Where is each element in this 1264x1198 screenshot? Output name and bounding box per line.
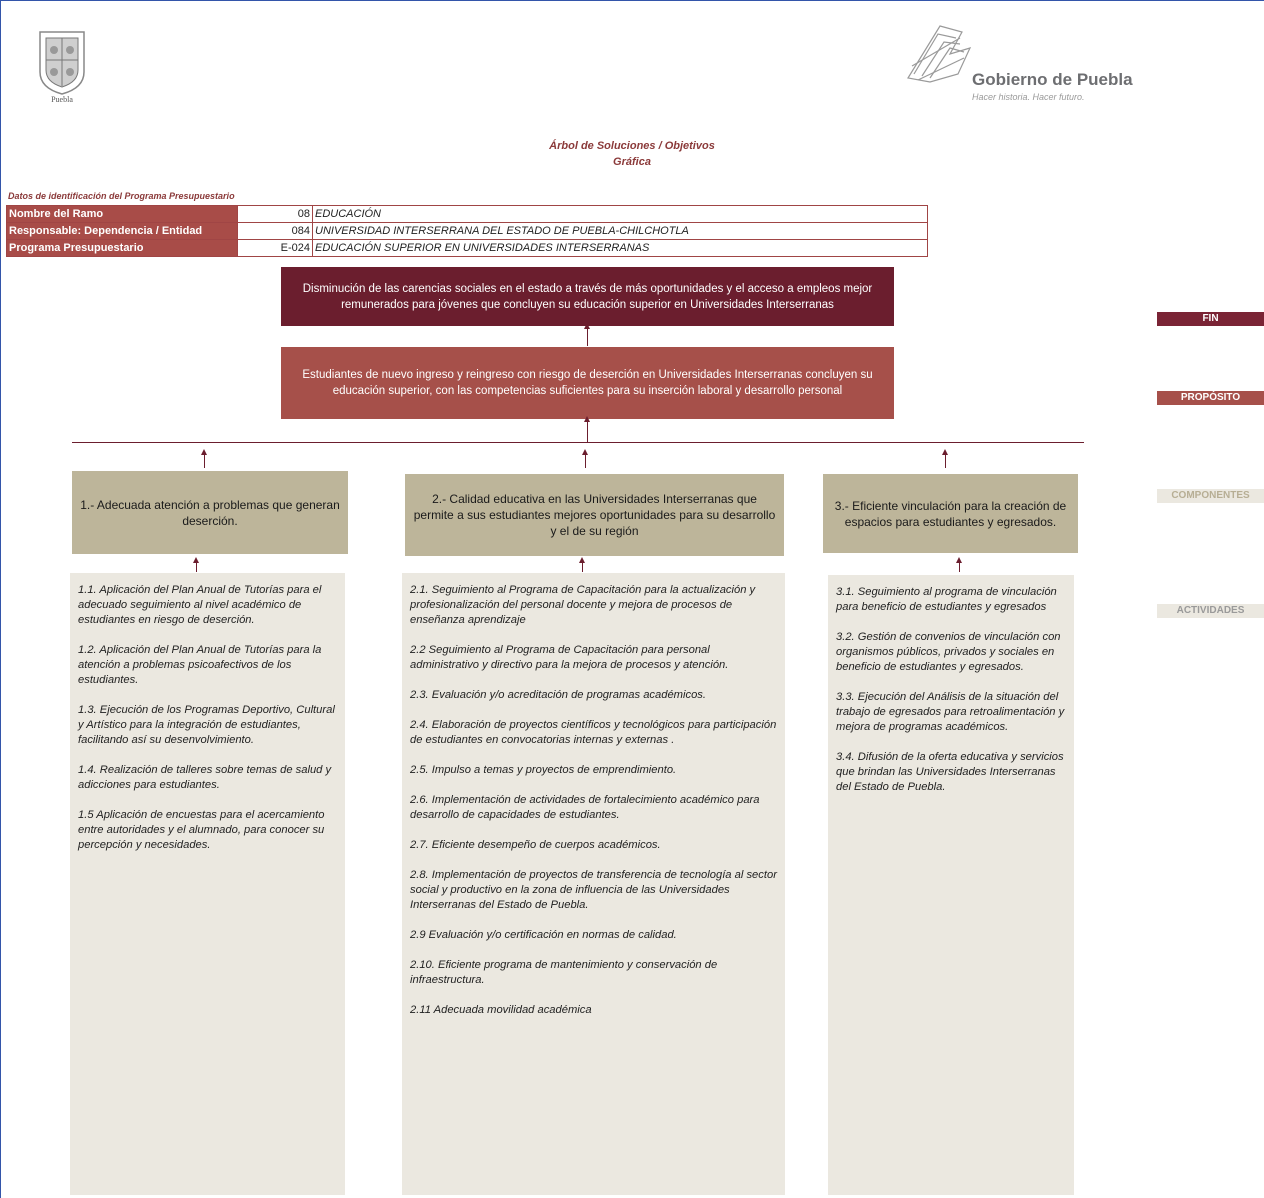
- frame-left-border: [0, 0, 1, 1198]
- identification-label: Datos de identificación del Programa Pre…: [8, 191, 235, 201]
- side-label-componentes: COMPONENTES: [1157, 489, 1264, 503]
- activity-item: 2.4. Elaboración de proyectos científico…: [410, 719, 777, 746]
- actividades-2-box: 2.1. Seguimiento al Programa de Capacita…: [402, 573, 785, 1195]
- activity-item: 2.10. Eficiente programa de mantenimient…: [410, 959, 718, 986]
- activity-item: 1.4. Realización de talleres sobre temas…: [78, 764, 332, 791]
- arrow-up: [584, 416, 590, 442]
- gov-name: Gobierno de Puebla: [972, 70, 1133, 89]
- svg-text:Puebla: Puebla: [51, 95, 73, 104]
- activity-item: 1.5 Aplicación de encuestas para el acer…: [78, 809, 325, 851]
- arrow-up: [584, 323, 590, 346]
- activity-item: 1.3. Ejecución de los Programas Deportiv…: [78, 704, 335, 746]
- activity-item: 3.1. Seguimiento al programa de vinculac…: [836, 586, 1057, 613]
- side-label-actividades: ACTIVIDADES: [1157, 604, 1264, 618]
- row-value: EDUCACIÓN: [312, 205, 928, 223]
- actividades-3-box: 3.1. Seguimiento al programa de vinculac…: [828, 575, 1074, 1195]
- componente-1-box: 1.- Adecuada atención a problemas que ge…: [72, 471, 348, 554]
- activity-item: 2.11 Adecuada movilidad académica: [410, 1004, 592, 1016]
- componente-2-box: 2.- Calidad educativa en las Universidad…: [405, 474, 784, 556]
- activity-item: 3.3. Ejecución del Análisis de la situac…: [836, 691, 1065, 733]
- arrow-up: [579, 557, 585, 572]
- row-label: Programa Presupuestario: [6, 239, 238, 257]
- puebla-seal-logo: Puebla: [39, 31, 85, 104]
- row-value: EDUCACIÓN SUPERIOR EN UNIVERSIDADES INTE…: [312, 239, 928, 257]
- activity-item: 2.8. Implementación de proyectos de tran…: [410, 869, 777, 911]
- activity-item: 2.7. Eficiente desempeño de cuerpos acad…: [410, 839, 661, 851]
- activity-item: 2.6. Implementación de actividades de fo…: [410, 794, 760, 821]
- table-row: Programa Presupuestario E-024 EDUCACIÓN …: [6, 239, 928, 257]
- gobierno-puebla-logo-graphic: [907, 25, 972, 83]
- row-label: Responsable: Dependencia / Entidad: [6, 222, 238, 240]
- table-row: Responsable: Dependencia / Entidad 084 U…: [6, 222, 928, 240]
- page-title: Árbol de Soluciones / Objetivos: [549, 140, 715, 152]
- gov-tagline: Hacer historia. Hacer futuro.: [972, 92, 1085, 102]
- identification-table: Nombre del Ramo 08 EDUCACIÓN Responsable…: [6, 205, 928, 257]
- table-row: Nombre del Ramo 08 EDUCACIÓN: [6, 205, 928, 223]
- fin-box: Disminución de las carencias sociales en…: [281, 267, 894, 326]
- arrow-up: [582, 449, 588, 468]
- connector-line: [72, 442, 1084, 443]
- arrow-up: [942, 449, 948, 468]
- row-code: E-024: [237, 239, 313, 257]
- activity-item: 2.2 Seguimiento al Programa de Capacitac…: [410, 644, 729, 671]
- activity-item: 1.2. Aplicación del Plan Anual de Tutorí…: [78, 644, 322, 686]
- side-label-proposito: PROPÓSITO: [1157, 391, 1264, 405]
- activity-item: 3.4. Difusión de la oferta educativa y s…: [836, 751, 1064, 793]
- row-value: UNIVERSIDAD INTERSERRANA DEL ESTADO DE P…: [312, 222, 928, 240]
- frame-top-border: [0, 0, 1264, 1]
- activity-item: 1.1. Aplicación del Plan Anual de Tutorí…: [78, 584, 322, 626]
- row-code: 084: [237, 222, 313, 240]
- arrow-up: [201, 449, 207, 468]
- proposito-box: Estudiantes de nuevo ingreso y reingreso…: [281, 347, 894, 419]
- activity-item: 2.9 Evaluación y/o certificación en norm…: [410, 929, 677, 941]
- componente-3-box: 3.- Eficiente vinculación para la creaci…: [823, 474, 1078, 553]
- row-code: 08: [237, 205, 313, 223]
- side-label-fin: FIN: [1157, 312, 1264, 326]
- activity-item: 2.5. Impulso a temas y proyectos de empr…: [410, 764, 677, 776]
- arrow-up: [193, 557, 199, 572]
- activity-item: 2.3. Evaluación y/o acreditación de prog…: [410, 689, 707, 701]
- arrow-up: [956, 557, 962, 572]
- activity-item: 3.2. Gestión de convenios de vinculación…: [836, 631, 1061, 673]
- row-label: Nombre del Ramo: [6, 205, 238, 223]
- activity-item: 2.1. Seguimiento al Programa de Capacita…: [410, 584, 756, 626]
- actividades-1-box: 1.1. Aplicación del Plan Anual de Tutorí…: [70, 573, 345, 1195]
- page-subtitle: Gráfica: [613, 156, 651, 168]
